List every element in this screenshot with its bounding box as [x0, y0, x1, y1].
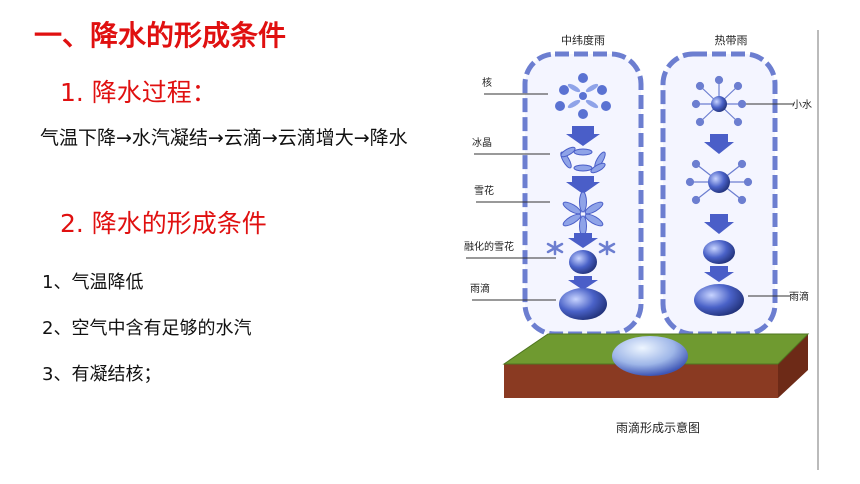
label-small-drop: 小水: [792, 99, 812, 111]
label-nucleus: 核: [482, 76, 492, 89]
nucleus-ice-cluster: [555, 73, 611, 119]
page-title: 一、降水的形成条件: [34, 19, 287, 52]
melting-drop-icon: [569, 250, 597, 274]
section-title-formation-conditions: 2. 降水的形成条件: [60, 209, 267, 238]
arrow-down-icon: [566, 176, 600, 194]
condition-item: 2、空气中含有足够的水汽: [42, 318, 252, 339]
label-melting-snowflake: 融化的雪花: [464, 240, 514, 253]
label-raindrop-right: 雨滴: [789, 290, 809, 303]
growing-drop-cluster: [685, 159, 753, 205]
arrow-down-icon: [704, 214, 734, 234]
label-raindrop-left: 雨滴: [470, 282, 490, 295]
raindrop-formation-diagram: 中纬度雨 热带雨 核 冰晶 雪花 融化的雪花 雨滴 小水 雨滴: [438, 30, 822, 470]
label-snowflake: 雪花: [474, 184, 494, 197]
arrow-down-icon: [704, 134, 734, 154]
condition-item: 1、气温降低: [42, 272, 144, 293]
raindrop-right-icon: [694, 284, 744, 316]
arrow-down-icon: [704, 266, 734, 282]
arrow-down-icon: [568, 233, 598, 248]
raindrop-left-icon: [559, 288, 607, 320]
column-title-left: 中纬度雨: [561, 33, 605, 47]
snowflake-icon: [562, 191, 604, 237]
condition-item: 3、有凝结核；: [42, 364, 162, 385]
label-ice-crystal: 冰晶: [472, 136, 492, 149]
column-title-right: 热带雨: [715, 34, 748, 47]
ice-crystal-icon: [560, 146, 606, 174]
raindrop-on-ground-icon: [612, 336, 688, 376]
section-title-precipitation-process: 1. 降水过程：: [60, 78, 217, 107]
process-text: 气温下降→水汽凝结→云滴→云滴增大→降水: [40, 127, 408, 149]
figure-caption: 雨滴形成示意图: [616, 420, 700, 435]
small-drop-cluster: [691, 75, 747, 127]
medium-drop-icon: [703, 240, 735, 264]
melting-snowflake-icon: [546, 240, 616, 256]
arrow-down-icon: [566, 126, 600, 146]
arrow-down-icon: [568, 276, 598, 290]
